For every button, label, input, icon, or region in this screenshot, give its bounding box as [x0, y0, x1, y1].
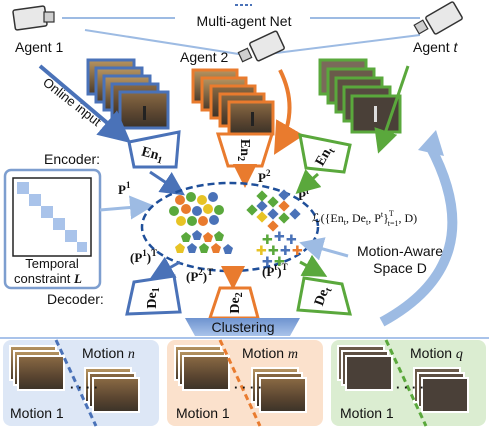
- svg-text:En2: En2: [235, 139, 252, 161]
- svg-text:✚: ✚: [292, 244, 303, 259]
- temporal-arrow: [99, 195, 154, 220]
- online-input-arrow: [38, 64, 132, 144]
- motion-space-label-2: Space D: [373, 260, 427, 276]
- decoder-t: Det: [296, 276, 352, 316]
- title: Multi-agent Net: [197, 13, 292, 29]
- frames-agent-t: [318, 58, 402, 134]
- feedback-arrowhead: [418, 130, 444, 156]
- temporal-label-2: constraint L: [14, 271, 82, 286]
- temporal-constraint-box: [3, 168, 102, 290]
- temporal-label-1: Temporal: [25, 256, 79, 271]
- motion-space-label-1: Motion-Aware: [357, 243, 443, 259]
- clustering-label: Clustering: [211, 319, 274, 335]
- panel-1-dots: · · · ·: [70, 380, 98, 395]
- decoder-1: De1: [125, 274, 182, 316]
- space-cluster-points: ✚ ✚ ✚ ✚ ✚ ✚ ✚ ✚ ✚: [169, 189, 303, 270]
- result-panel-1: [3, 339, 159, 427]
- svg-text:✚: ✚: [286, 233, 297, 248]
- panel-3-top-label: Motion q: [410, 345, 463, 362]
- svg-text:✚: ✚: [274, 230, 285, 245]
- svg-text:Det: Det: [312, 284, 335, 309]
- frames-agent-1: [86, 58, 170, 130]
- agent-t-input-arrow: [374, 65, 410, 154]
- svg-text:✚: ✚: [256, 244, 267, 259]
- frames-agent-2: [191, 68, 275, 136]
- encoder-t: Ent: [298, 133, 352, 174]
- proj-p1-t: (P1)T: [130, 248, 157, 265]
- panel-2-dots: · · · ·: [234, 380, 262, 395]
- camera-icon-agent-1: [12, 5, 55, 31]
- feedback-curve: [379, 143, 458, 327]
- panel-1-top-label: Motion n: [82, 345, 135, 362]
- panel-3-bottom-label: Motion 1: [340, 405, 394, 421]
- svg-text:✚: ✚: [262, 233, 273, 248]
- agent-t-label: Agent t: [413, 39, 458, 55]
- svg-text:✚: ✚: [280, 244, 291, 259]
- encoder-label: Encoder:: [44, 151, 100, 167]
- decoder-2: De2: [207, 286, 260, 320]
- panel-3-dots: · · · ·: [396, 380, 424, 395]
- agent-1-label: Agent 1: [15, 39, 63, 55]
- panel-2-bottom-label: Motion 1: [176, 405, 230, 421]
- decoder-label: Decoder:: [47, 291, 104, 307]
- agent-2-input-arrow: [273, 69, 304, 155]
- proj-p2: P2: [258, 168, 271, 185]
- result-panel-3: [331, 339, 486, 427]
- svg-text:De2: De2: [228, 292, 245, 313]
- svg-text:✚: ✚: [268, 244, 279, 259]
- network-links: [62, 4, 421, 56]
- panel-1-bottom-label: Motion 1: [10, 405, 64, 421]
- decoder-t-arrow: [299, 254, 328, 277]
- encoder-2: En2: [215, 132, 275, 168]
- clustering-bar: [185, 318, 300, 336]
- proj-pt-t: (Pt)T: [262, 262, 288, 279]
- svg-text:✚: ✚: [274, 255, 285, 270]
- panel-2-top-label: Motion m: [242, 345, 298, 362]
- agent-2-label: Agent 2: [180, 49, 228, 65]
- camera-icon-agent-t: [413, 1, 463, 35]
- result-panel-2: [167, 339, 323, 427]
- camera-icon-agent-2: [237, 30, 285, 63]
- motion-aware-space: [140, 181, 320, 273]
- encoder-t-arrow: [295, 169, 322, 194]
- proj-p2-t: (P2)T: [186, 267, 213, 284]
- decoder-1-arrow: [149, 256, 181, 279]
- motion-space-arrow: [299, 237, 349, 261]
- encoder-1: En1: [127, 130, 181, 169]
- encoder-1-arrow: [149, 170, 185, 196]
- proj-p1: P1: [118, 180, 131, 197]
- svg-text:De1: De1: [145, 287, 162, 308]
- svg-text:✚: ✚: [262, 255, 273, 270]
- svg-text:En1: En1: [139, 144, 165, 166]
